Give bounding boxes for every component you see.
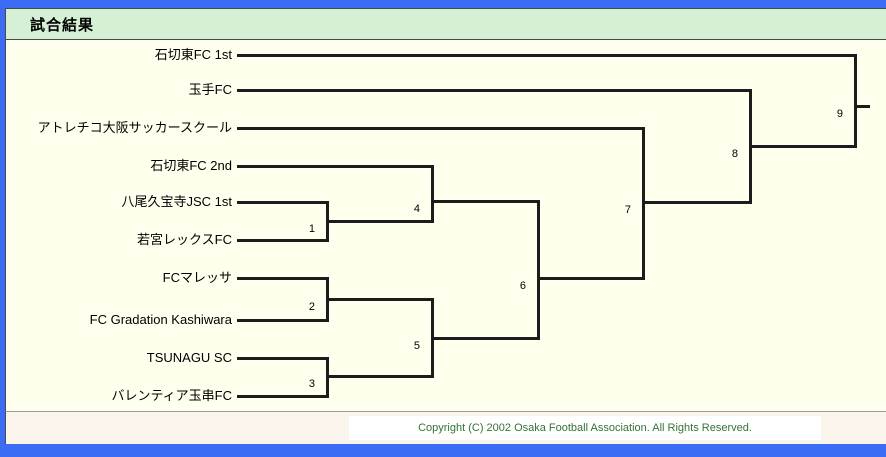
footer-bar: Copyright (C) 2002 Osaka Football Associ…	[5, 412, 886, 444]
page-title: 試合結果	[30, 16, 95, 34]
copyright-box: Copyright (C) 2002 Osaka Football Associ…	[349, 416, 821, 440]
copyright-text: Copyright (C) 2002 Osaka Football Associ…	[418, 422, 752, 434]
bracket-area	[5, 40, 886, 412]
header-bar: 試合結果	[5, 8, 886, 40]
